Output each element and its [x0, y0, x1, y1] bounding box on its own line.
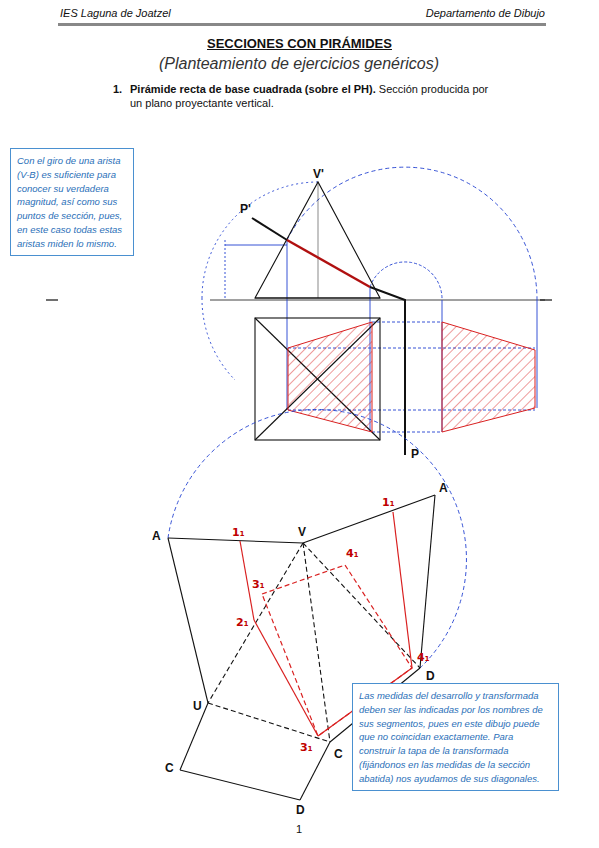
header-text: IES Laguna de Joatzel	[60, 7, 171, 20]
page-title: SECCIONES CON PIRÁMIDES	[0, 36, 599, 51]
point-label: D	[426, 670, 435, 684]
section-true-size	[442, 322, 535, 432]
header-text: Departamento de Dibujo	[426, 7, 545, 20]
subtitle: (Planteamiento de ejercicios genéricos)	[159, 55, 439, 73]
pyramid-elevation	[255, 182, 380, 298]
section-label: 1₁	[232, 527, 244, 540]
point-label: C	[334, 748, 343, 762]
section-label: 1₁	[382, 497, 394, 510]
section-label: 2₁	[236, 617, 248, 630]
note-text: Las medidas del desarrollo y transformad…	[359, 689, 552, 785]
plane-label: P'	[240, 203, 251, 217]
point-label: A	[152, 530, 161, 544]
point-label: V	[298, 526, 306, 540]
note-text: Con el giro de una arista (V-B) es sufic…	[17, 154, 127, 250]
construction-lines	[202, 167, 537, 432]
page-number: 1	[296, 823, 302, 836]
point-label: U	[193, 700, 202, 714]
statement-bold: Pirámide recta de base cuadrada (sobre e…	[130, 83, 376, 95]
point-label: D	[296, 804, 305, 818]
cutting-plane	[252, 218, 405, 455]
header-rule	[58, 23, 546, 26]
section-label: 4₁	[417, 652, 429, 665]
note-box: Las medidas del desarrollo y transformad…	[352, 683, 559, 791]
ground-line	[46, 300, 552, 301]
section-label: 4₁	[346, 548, 358, 561]
point-label: V'	[313, 168, 324, 182]
exercise-statement: Pirámide recta de base cuadrada (sobre e…	[130, 82, 500, 111]
note-box: Con el giro de una arista (V-B) es sufic…	[10, 148, 134, 256]
point-label: A	[439, 482, 448, 496]
section-label: 3₁	[300, 742, 312, 755]
point-label: C	[165, 762, 174, 776]
pyramid-plan	[255, 318, 380, 440]
section-plan	[288, 322, 372, 432]
item-number: 1.	[113, 83, 122, 96]
development-arc	[168, 409, 466, 668]
plane-label: P	[411, 448, 419, 462]
section-label: 3₁	[252, 579, 264, 592]
